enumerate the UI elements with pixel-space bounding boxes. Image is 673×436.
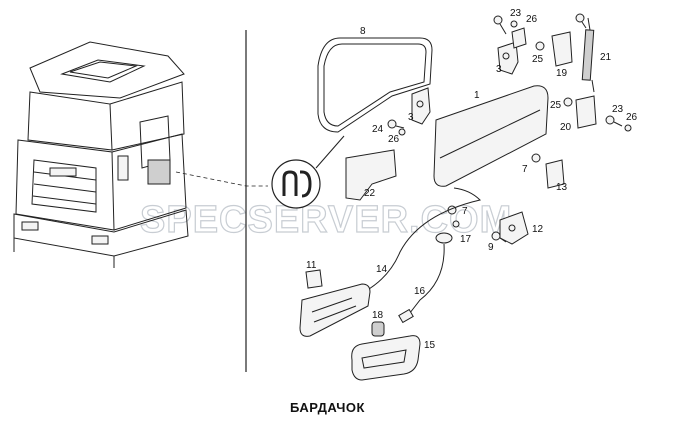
part-9-screw: [491, 231, 507, 243]
label-26a: 26: [526, 14, 538, 25]
part-labels: 1 3 3 7 7 8 9 11 12 13 14 15 16 17 18 19…: [306, 8, 638, 351]
diagram-caption: БАРДАЧОК: [290, 400, 365, 415]
label-15: 15: [424, 340, 436, 351]
part-26-washer-1: [510, 20, 518, 28]
callout-leader: [175, 171, 268, 187]
label-18: 18: [372, 310, 384, 321]
label-23b: 23: [612, 104, 624, 115]
label-25a: 25: [532, 54, 544, 65]
part-17-clip: [435, 232, 453, 244]
part-7-nut-upper: [531, 153, 541, 163]
part-26-washer-3: [398, 128, 406, 136]
label-14: 14: [376, 264, 388, 275]
part-20-bracket: [575, 95, 597, 129]
part-21-gas-strut: [581, 17, 595, 93]
label-1: 1: [474, 90, 480, 101]
part-25-nut-lower: [563, 97, 573, 107]
part-23-screw-lower: [605, 115, 623, 127]
label-23a: 23: [510, 8, 522, 19]
part-24-screw: [387, 119, 405, 129]
part-3-hinge-lower: [411, 87, 431, 125]
label-22: 22: [364, 188, 376, 199]
label-24: 24: [372, 124, 384, 135]
part-19-bracket: [551, 31, 573, 67]
part-26-washer-2: [624, 124, 632, 132]
part-14-cable: [345, 187, 481, 301]
label-26b: 26: [626, 112, 638, 123]
label-11: 11: [306, 260, 317, 271]
truck-cab-illustration: [13, 41, 189, 268]
label-17: 17: [460, 234, 472, 245]
part-23-screw-right: [575, 13, 587, 29]
part-3-hinge-upper: [497, 27, 527, 75]
part-14-handle: [299, 283, 371, 337]
detail-callout: [271, 135, 345, 209]
label-26c: 26: [388, 134, 400, 145]
label-7a: 7: [522, 164, 528, 175]
part-13-lock-plate: [545, 159, 565, 189]
glovebox-location-marker: [147, 159, 171, 185]
label-16: 16: [414, 286, 426, 297]
part-15-bezel: [351, 335, 421, 381]
part-16-rod: [405, 243, 445, 319]
label-12: 12: [532, 224, 544, 235]
label-3a: 3: [496, 64, 502, 75]
part-23-screw-upper: [493, 15, 507, 35]
part-22-bracket: [345, 149, 397, 201]
label-8: 8: [360, 26, 366, 37]
part-18-bushing: [371, 321, 385, 337]
watermark-text: SPECSERVER.COM: [140, 199, 512, 241]
part-11-clip: [305, 269, 323, 289]
part-25-nut-upper: [535, 41, 545, 51]
label-13: 13: [556, 182, 568, 193]
label-9: 9: [488, 242, 494, 253]
part-8-seal-frame: [317, 37, 433, 133]
label-25b: 25: [550, 100, 562, 111]
label-21: 21: [600, 52, 612, 63]
part-26-washer-4: [452, 220, 460, 228]
label-19: 19: [556, 68, 568, 79]
label-20: 20: [560, 122, 572, 133]
part-1-glovebox-lid: [433, 85, 549, 187]
label-3b: 3: [408, 112, 414, 123]
label-7b: 7: [462, 206, 468, 217]
